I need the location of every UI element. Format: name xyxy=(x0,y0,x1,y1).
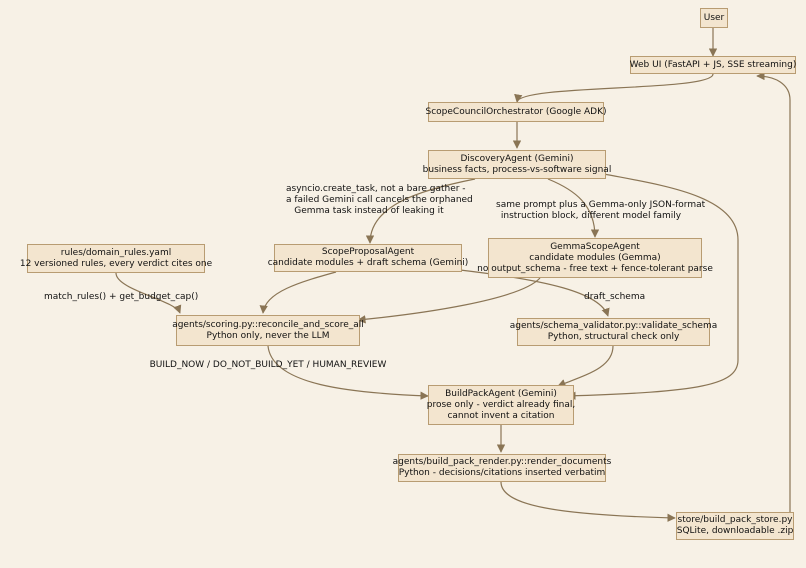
edge-store-to-webui xyxy=(756,71,791,512)
node-line: prose only - verdict already final, xyxy=(426,399,576,410)
node-build-pack-agent[interactable]: BuildPackAgent (Gemini)prose only - verd… xyxy=(426,385,576,425)
node-line: GemmaScopeAgent xyxy=(550,241,640,252)
node-line: rules/domain_rules.yaml xyxy=(60,247,172,258)
node-schema-validator[interactable]: agents/schema_validator.py::validate_sch… xyxy=(510,318,717,346)
edge-label-line: instruction block, different model famil… xyxy=(500,211,682,221)
node-line: candidate modules (Gemma) xyxy=(529,252,661,263)
node-line: DiscoveryAgent (Gemini) xyxy=(460,153,574,164)
node-discovery-agent[interactable]: DiscoveryAgent (Gemini)business facts, p… xyxy=(423,150,611,179)
label-verdicts: BUILD_NOW / DO_NOT_BUILD_YET / HUMAN_REV… xyxy=(146,360,390,371)
node-line: Python only, never the LLM xyxy=(206,330,330,341)
node-line: business facts, process-vs-software sign… xyxy=(422,164,612,175)
label-draft-schema: draft_schema xyxy=(584,292,646,303)
node-line: store/build_pack_store.py xyxy=(677,515,793,525)
node-line: ScopeCouncilOrchestrator (Google ADK) xyxy=(425,106,607,117)
node-line: agents/schema_validator.py::validate_sch… xyxy=(509,321,718,331)
edge-label-line: same prompt plus a Gemma-only JSON-forma… xyxy=(496,200,706,210)
edge-gemmascope-to-scoring xyxy=(357,277,541,324)
edge-discovery-to-scopeproposal xyxy=(365,178,476,244)
node-line: candidate modules + draft schema (Gemini… xyxy=(267,258,469,268)
node-scoring[interactable]: agents/scoring.py::reconcile_and_score_a… xyxy=(172,315,364,346)
node-line: Python, structural check only xyxy=(547,332,680,342)
node-line: 12 versioned rules, every verdict cites … xyxy=(19,258,213,269)
edge-label-line: BUILD_NOW / DO_NOT_BUILD_YET / HUMAN_REV… xyxy=(149,360,387,370)
node-orchestrator[interactable]: ScopeCouncilOrchestrator (Google ADK) xyxy=(425,102,607,122)
node-line: cannot invent a citation xyxy=(447,410,555,421)
node-build-pack-render[interactable]: agents/build_pack_render.py::render_docu… xyxy=(393,454,611,482)
edge-discovery-to-buildpack xyxy=(567,173,739,400)
edge-render-to-store xyxy=(500,481,676,523)
node-line: agents/build_pack_render.py::render_docu… xyxy=(392,457,612,467)
node-line: agents/scoring.py::reconcile_and_score_a… xyxy=(172,319,364,330)
node-line: SQLite, downloadable .zip xyxy=(676,526,794,536)
edge-scoring-to-buildpack xyxy=(267,345,429,400)
label-create-task: asyncio.create_task, not a bare gather -… xyxy=(286,184,473,217)
node-line: User xyxy=(703,12,725,23)
label-match-rules: match_rules() + get_budget_cap() xyxy=(44,292,199,303)
node-web-ui[interactable]: Web UI (FastAPI + JS, SSE streaming) xyxy=(630,56,796,74)
node-line: Web UI (FastAPI + JS, SSE streaming) xyxy=(629,59,797,70)
edge-webui-to-orchestrator xyxy=(514,73,714,103)
node-line: Python - decisions/citations inserted ve… xyxy=(398,468,606,478)
edge-label-line: draft_schema xyxy=(584,292,646,302)
edge-label-line: a failed Gemini call cancels the orphane… xyxy=(286,195,473,205)
edge-schemavalidator-to-buildpack xyxy=(557,345,614,388)
node-line: ScopeProposalAgent xyxy=(321,247,415,257)
edge-discovery-to-gemmascope xyxy=(547,178,600,238)
node-user[interactable]: User xyxy=(700,8,728,28)
node-line: BuildPackAgent (Gemini) xyxy=(445,388,557,399)
edge-scopeproposal-to-scoring xyxy=(259,271,337,314)
edge-rules-to-scoring xyxy=(115,272,182,314)
edge-label-line: match_rules() + get_budget_cap() xyxy=(44,292,199,302)
edge-label-line: Gemma task instead of leaking it xyxy=(294,206,444,216)
edge-label-line: asyncio.create_task, not a bare gather - xyxy=(286,184,466,194)
label-same-prompt: same prompt plus a Gemma-only JSON-forma… xyxy=(496,200,706,222)
node-line: no output_schema - free text + fence-tol… xyxy=(477,263,713,274)
